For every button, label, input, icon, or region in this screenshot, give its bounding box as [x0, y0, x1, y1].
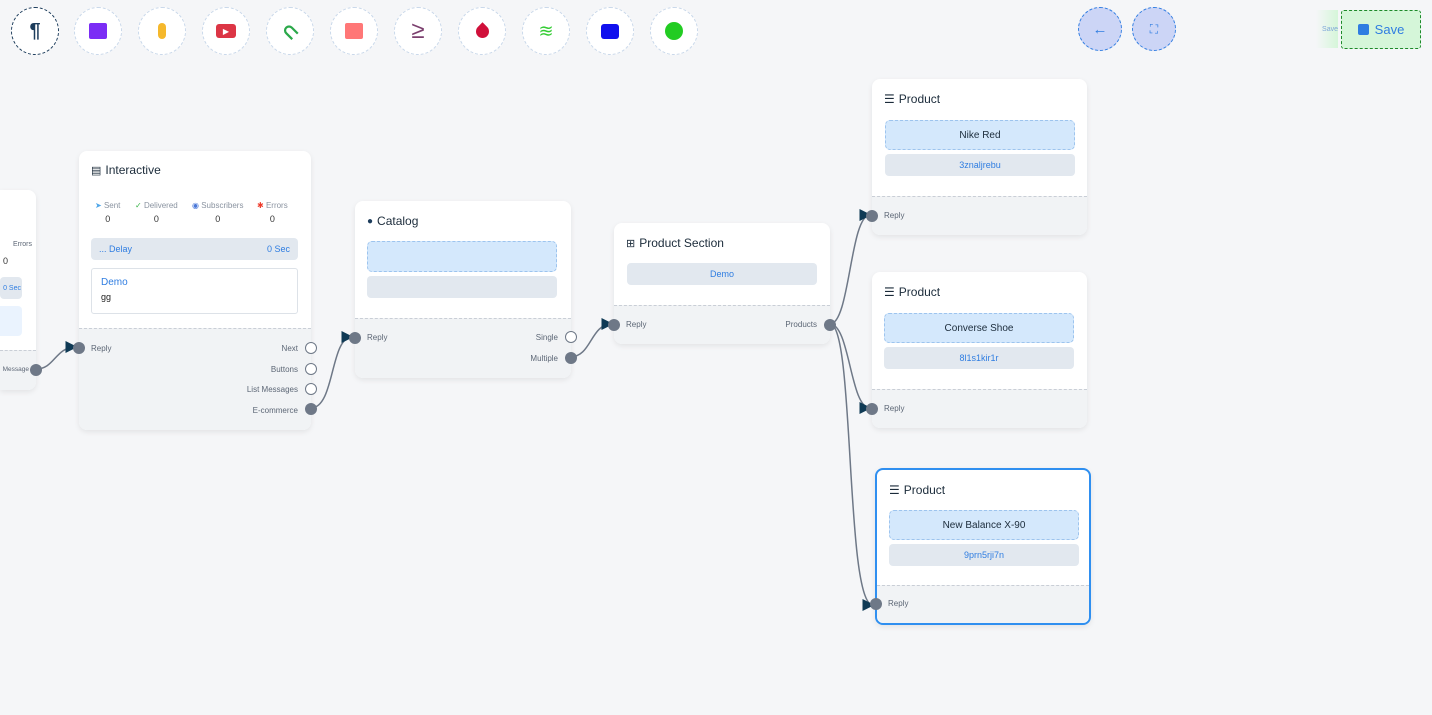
back-button[interactable]: ← [1078, 7, 1122, 51]
paragraph-icon: ¶ [29, 19, 41, 42]
node-title: Interactive [105, 163, 161, 177]
product-id: 8l1s1kir1r [884, 347, 1074, 369]
node-title: Catalog [377, 214, 419, 228]
compress-button[interactable]: ⛶ [1132, 7, 1176, 51]
user-circle-icon: ◉ [192, 201, 199, 210]
grid-icon: ⊞ [626, 237, 636, 250]
input-handle[interactable] [870, 598, 882, 610]
input-handle[interactable] [866, 210, 878, 222]
ghost-save-button: Save [1316, 10, 1338, 48]
input-handle[interactable] [866, 403, 878, 415]
input-handle[interactable] [73, 342, 85, 354]
list-icon: ☰ [884, 92, 895, 106]
edge [35, 341, 78, 370]
arrow-left-icon: ← [1092, 20, 1108, 38]
input-handle[interactable] [608, 319, 620, 331]
youtube-icon: ▶ [216, 24, 236, 38]
condition-tool-button[interactable]: ≥ [394, 7, 442, 55]
product-name[interactable]: Converse Shoe [884, 313, 1074, 343]
output-handle-multiple[interactable] [565, 352, 577, 364]
edge [310, 331, 354, 409]
edge [829, 323, 875, 611]
catalog-node[interactable]: ●Catalog Reply Single Multiple [349, 201, 577, 378]
message-box [0, 306, 22, 336]
edge [829, 323, 872, 414]
image-tool-button[interactable] [74, 7, 122, 55]
product-name[interactable]: New Balance X-90 [889, 510, 1079, 540]
catalog-item[interactable] [367, 241, 557, 272]
robot-icon [601, 23, 619, 39]
edge [829, 209, 872, 325]
paragraph-tool-button[interactable]: ¶ [11, 7, 59, 55]
floppy-icon [1357, 24, 1369, 35]
microphone-icon [158, 23, 166, 39]
section-name[interactable]: Demo [627, 263, 817, 285]
drop-icon [472, 21, 492, 41]
palette-tool-button[interactable] [650, 7, 698, 55]
product-section-node[interactable]: ⊞Product Section Demo Reply Products [608, 223, 836, 344]
stack-tool-button[interactable]: ≋ [522, 7, 570, 55]
output-handle[interactable] [30, 364, 42, 376]
output-handle-next[interactable] [305, 342, 317, 354]
greater-equal-icon: ≥ [411, 17, 425, 44]
edge [569, 318, 614, 358]
product-id: 9prn5rji7n [889, 544, 1079, 566]
bug-icon: ✱ [257, 201, 264, 210]
product-id: 3znaljrebu [885, 154, 1075, 176]
stack-icon: ≋ [538, 20, 554, 41]
audio-tool-button[interactable] [138, 7, 186, 55]
output-handle-list-messages[interactable] [305, 383, 317, 395]
bot-tool-button[interactable] [586, 7, 634, 55]
compress-icon: ⛶ [1149, 21, 1159, 36]
product-node-selected[interactable]: ☰Product New Balance X-90 9prn5rji7n Rep… [870, 468, 1091, 625]
article-tool-button[interactable] [330, 7, 378, 55]
file-tool-button[interactable]: ⊂ [266, 7, 314, 55]
node-title: Product Section [639, 236, 724, 250]
newspaper-icon [345, 23, 363, 39]
partial-node[interactable]: Errors 0 0 Sec Message [0, 190, 42, 390]
output-handle-products[interactable] [824, 319, 836, 331]
output-handle-single[interactable] [565, 331, 577, 343]
check-circle-icon: ✓ [135, 201, 142, 210]
output-handle-ecommerce[interactable] [305, 403, 317, 415]
newspaper-icon: ▤ [91, 164, 102, 177]
paperclip-icon: ⊂ [275, 17, 304, 46]
video-tool-button[interactable]: ▶ [202, 7, 250, 55]
comment-icon: ● [367, 215, 374, 227]
product-name[interactable]: Nike Red [885, 120, 1075, 150]
product-node[interactable]: ☰Product Nike Red 3znaljrebu Reply [866, 79, 1087, 235]
palette-icon [665, 22, 683, 40]
message-box[interactable]: Demo gg [91, 268, 298, 314]
paper-plane-icon: ➤ [95, 201, 102, 210]
image-icon [89, 23, 107, 39]
input-handle[interactable] [349, 332, 361, 344]
output-handle-buttons[interactable] [305, 363, 317, 375]
delay-bar[interactable]: 0 Sec [0, 277, 22, 299]
list-icon: ☰ [889, 483, 900, 497]
product-node[interactable]: ☰Product Converse Shoe 8l1s1kir1r Reply [866, 272, 1087, 428]
list-icon: ☰ [884, 285, 895, 299]
catalog-id [367, 276, 557, 298]
save-button[interactable]: Save [1341, 10, 1421, 49]
drop-tool-button[interactable] [458, 7, 506, 55]
